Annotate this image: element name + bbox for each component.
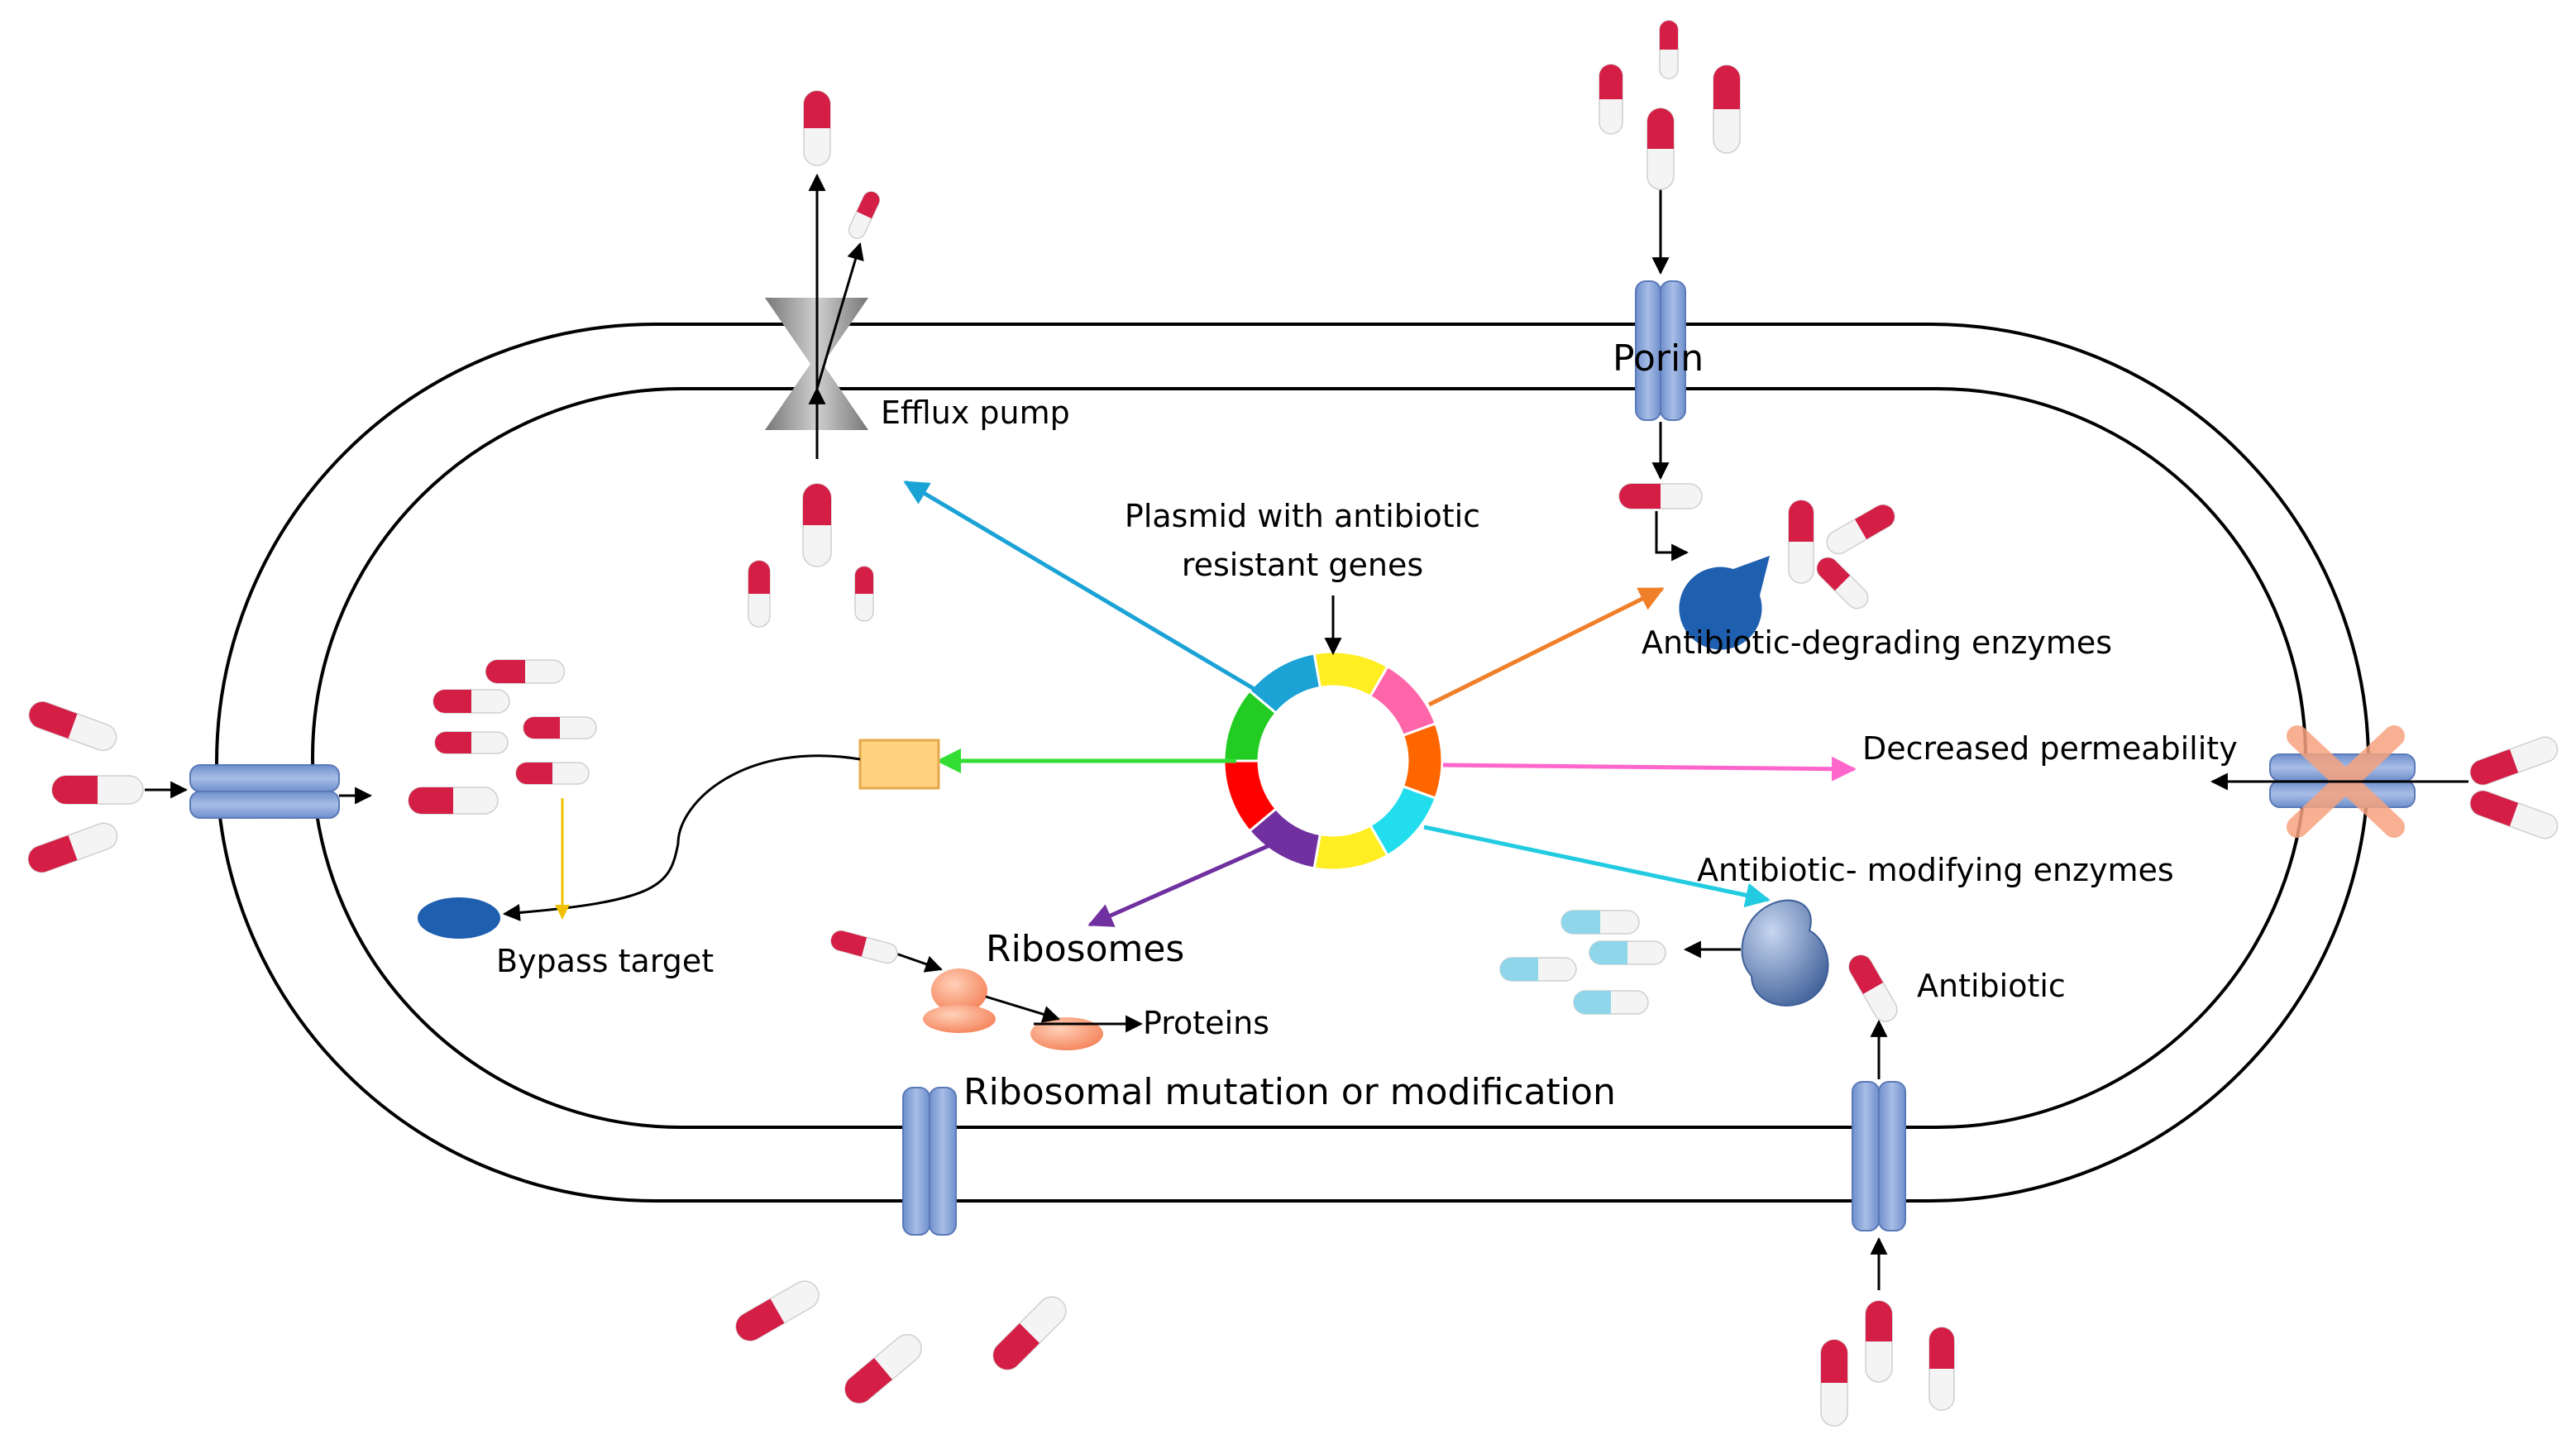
antibiotic-capsule bbox=[434, 731, 509, 754]
arrow-to-ribosome bbox=[1087, 841, 1275, 927]
antibiotic-capsule bbox=[1820, 1339, 1848, 1427]
bypass-pathway-curve bbox=[502, 754, 861, 921]
efflux-pump-label: Efflux pump bbox=[881, 395, 1070, 431]
decreased-permeability-label: Decreased permeability bbox=[1862, 730, 2238, 767]
antibiotic-capsule bbox=[1499, 957, 1577, 982]
bottom-channel-right bbox=[1852, 1081, 1906, 1231]
antibiotic-capsules bbox=[27, 20, 2559, 1427]
degrading-enzyme-arrow bbox=[1655, 511, 1689, 562]
antibiotic-capsule bbox=[1788, 500, 1814, 584]
antibiotic-capsule bbox=[992, 1296, 1067, 1370]
antibiotic-capsule bbox=[803, 90, 831, 166]
antibiotic-capsule bbox=[1659, 20, 1679, 79]
antibiotic-capsule bbox=[1573, 990, 1649, 1015]
antibiotic-capsule bbox=[844, 1333, 922, 1404]
ribosome-2 bbox=[1030, 1017, 1103, 1050]
antibiotic-capsule bbox=[1618, 483, 1703, 509]
bypass-target-label: Bypass target bbox=[496, 943, 714, 979]
antibiotic-capsule bbox=[854, 566, 874, 622]
antibiotic-capsule bbox=[1560, 910, 1640, 935]
antibiotic-capsule bbox=[1589, 940, 1666, 965]
porin-top bbox=[1635, 280, 1686, 421]
antibiotic-capsule bbox=[1865, 1300, 1893, 1383]
antibiotic-capsule bbox=[1848, 954, 1898, 1022]
ribosome-arrow-mid bbox=[985, 995, 1061, 1023]
degrading-enzyme-shape bbox=[1679, 556, 1770, 650]
antibiotic-capsule bbox=[1826, 504, 1895, 555]
porin-label: Porin bbox=[1613, 337, 1704, 380]
antibiotic-capsule bbox=[523, 716, 597, 739]
arrow-to-permeability bbox=[1442, 756, 1857, 782]
ribosome-1 bbox=[923, 968, 996, 1033]
modifying-enzyme-shape bbox=[1741, 899, 1829, 1007]
arrow-to-degrading bbox=[1427, 586, 1665, 707]
antibiotic-capsule bbox=[1646, 108, 1675, 190]
antibiotic-capsule bbox=[1713, 65, 1741, 154]
efflux-arrow-out-diag bbox=[815, 242, 864, 390]
ribosomal-mutation-label: Ribosomal mutation or modification bbox=[963, 1071, 1616, 1113]
antibiotic-capsule bbox=[735, 1280, 820, 1341]
left-channel bbox=[189, 764, 340, 819]
antibiotic-capsule bbox=[748, 560, 771, 628]
antibiotic-capsule bbox=[1928, 1327, 1955, 1411]
degrading-enzymes-label: Antibiotic-degrading enzymes bbox=[1642, 624, 2112, 661]
bypass-target-shape bbox=[418, 897, 500, 939]
plasmid bbox=[1222, 650, 1444, 872]
antibiotic-capsule bbox=[433, 689, 510, 714]
plasmid-segment bbox=[1247, 652, 1322, 715]
plasmid-segment bbox=[1401, 721, 1444, 801]
plasmid-label-line2: resistant genes bbox=[1182, 547, 1423, 583]
antibiotic-capsule bbox=[2469, 736, 2559, 786]
antibiotic-capsule bbox=[51, 775, 144, 805]
antibiotic-capsule bbox=[485, 659, 566, 684]
proteins-label: Proteins bbox=[1143, 1005, 1269, 1041]
antibiotic-capsule bbox=[1816, 557, 1869, 610]
antibiotic-capsule bbox=[408, 787, 499, 815]
antibiotic-capsule bbox=[28, 701, 117, 752]
antibiotic-capsule bbox=[1599, 64, 1623, 135]
bottom-channel-left bbox=[902, 1087, 957, 1236]
antibiotic-label: Antibiotic bbox=[1917, 968, 2066, 1004]
arrow-to-efflux bbox=[903, 480, 1259, 693]
antibiotic-capsule bbox=[515, 762, 590, 785]
modifying-enzymes-label: Antibiotic- modifying enzymes bbox=[1697, 852, 2174, 888]
plasmid-label-line1: Plasmid with antibiotic bbox=[1125, 498, 1480, 534]
antibiotic-capsule bbox=[830, 930, 898, 964]
ribosomes-label: Ribosomes bbox=[986, 928, 1184, 970]
arrow-to-modifying bbox=[1423, 825, 1771, 908]
bypass-gene-product bbox=[858, 739, 940, 790]
antibiotic-capsule bbox=[802, 483, 832, 567]
antibiotic-capsule bbox=[848, 191, 881, 239]
antibiotic-capsule bbox=[2469, 790, 2559, 839]
antibiotic-capsule bbox=[27, 822, 118, 873]
